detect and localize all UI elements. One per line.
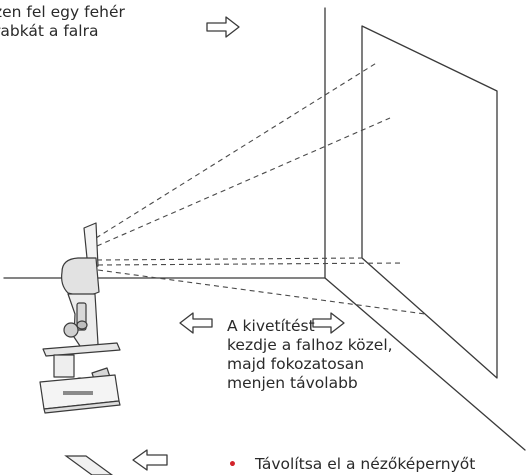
beam-line: [95, 61, 379, 239]
middle-instruction-line: A kivetítést: [227, 317, 315, 335]
middle-instruction-line: majd fokozatosan: [227, 355, 365, 373]
floor-diagonal-line: [324, 277, 526, 451]
beam-line: [96, 117, 391, 247]
beam-line: [97, 262, 405, 266]
top-instruction: zen fel egy fehér rabkát a falra: [0, 3, 125, 41]
middle-instruction-line: kezdje a falhoz közel,: [227, 336, 393, 354]
bottom-instruction: • Távolítsa el a nézőképernyőt: [228, 455, 475, 475]
microscope-icon: [39, 222, 121, 414]
arrow-right-icon: [312, 312, 345, 334]
beam-line: [97, 269, 426, 315]
bottom-instruction-text: Távolítsa el a nézőképernyőt: [254, 455, 476, 473]
arrow-left-icon: [179, 312, 213, 334]
arrow-left-icon: [132, 449, 168, 471]
middle-instruction-line: menjen távolabb: [227, 374, 358, 392]
paper-screen: [361, 25, 498, 379]
viewer-screen-icon: [64, 455, 114, 475]
top-instruction-line: zen fel egy fehér: [0, 3, 125, 21]
beam-line: [96, 257, 363, 261]
bullet-icon: •: [228, 457, 237, 473]
arrow-right-icon: [206, 16, 240, 38]
top-instruction-line: rabkát a falra: [0, 22, 99, 40]
middle-instruction: A kivetítést kezdje a falhoz közel, majd…: [227, 317, 393, 393]
